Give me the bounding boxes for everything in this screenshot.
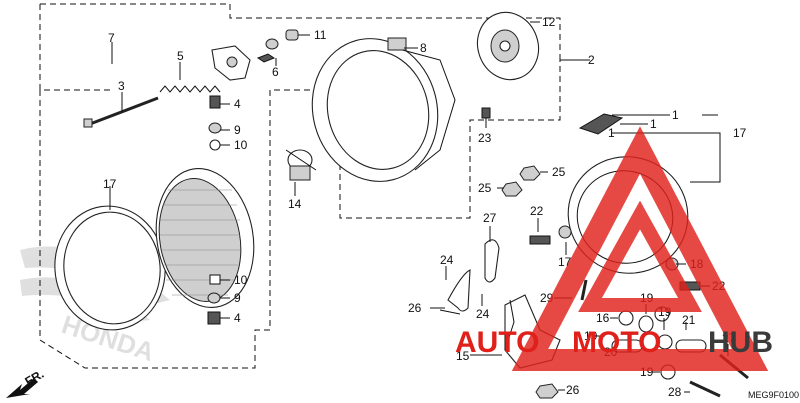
- callout-1-top: 1: [672, 108, 679, 122]
- callout-26: 26: [566, 383, 580, 397]
- callout-7: 7: [108, 31, 115, 45]
- callout-15: 17: [733, 126, 747, 140]
- callout-3: 3: [118, 79, 125, 93]
- callout-24-top: 24: [440, 253, 454, 267]
- callout-19-c: 19: [584, 329, 598, 343]
- part-16-rim: [54, 205, 166, 331]
- front-direction-arrow: FR.: [6, 367, 46, 398]
- callout-27-left: 26: [408, 301, 422, 315]
- lower-screw-set: [207, 274, 221, 325]
- callout-23: 23: [478, 131, 492, 145]
- part-bracket: [211, 45, 251, 81]
- callout-1-mid: 1: [650, 117, 657, 131]
- watermark-text-moto: MOTO: [572, 326, 661, 359]
- callout-9-upper: 9: [234, 123, 241, 137]
- callout-5: 5: [177, 49, 184, 63]
- callout-9-lower: 9: [234, 291, 241, 305]
- part-23-screw: [481, 107, 491, 119]
- callout-10-upper: 10: [234, 138, 248, 152]
- part-25-nuts: [501, 165, 541, 197]
- part-6-11-small: [256, 29, 299, 63]
- callout-28-low: 28: [668, 385, 682, 399]
- callout-14: 16: [596, 311, 610, 325]
- part-1-plate: [578, 113, 624, 135]
- part-3-bolt: [83, 96, 159, 128]
- part-headlight-case: [311, 37, 456, 182]
- watermark: AUTO MOTO HUB: [455, 126, 773, 371]
- leader-lines: [109, 21, 729, 393]
- part-headlight-unit: [155, 168, 255, 308]
- callout-13: 14: [288, 197, 302, 211]
- part-27-24-clamps: [439, 239, 500, 315]
- part-26-nut: [535, 383, 559, 399]
- callout-1-low: 1: [608, 126, 615, 140]
- diagram-code: MEG9F0100: [748, 390, 799, 400]
- callout-18: 15: [456, 349, 470, 363]
- callout-10-lower: 10: [234, 273, 248, 287]
- callout-6: 6: [272, 65, 279, 79]
- callout-16: 17: [103, 177, 117, 191]
- callout-25-left: 25: [478, 181, 492, 195]
- callout-21: 21: [682, 313, 696, 327]
- callout-22-left: 22: [530, 204, 544, 218]
- watermark-text-auto: AUTO: [455, 326, 539, 359]
- part-5-spring: [159, 85, 221, 93]
- callout-24-low: 24: [476, 307, 490, 321]
- callout-8: 8: [420, 41, 427, 55]
- part-13-bulb: [285, 149, 317, 181]
- callout-4-lower: 4: [234, 311, 241, 325]
- callout-2: 2: [588, 53, 595, 67]
- callout-11: 11: [314, 28, 327, 42]
- callout-12: 12: [542, 15, 556, 29]
- part-12-rear-cover: [476, 11, 540, 81]
- upper-screw-set: [208, 95, 222, 151]
- callout-25-right: 25: [552, 165, 566, 179]
- callout-27-top: 27: [483, 211, 497, 225]
- callout-4-upper: 4: [234, 97, 241, 111]
- watermark-text-hub: HUB: [708, 326, 773, 359]
